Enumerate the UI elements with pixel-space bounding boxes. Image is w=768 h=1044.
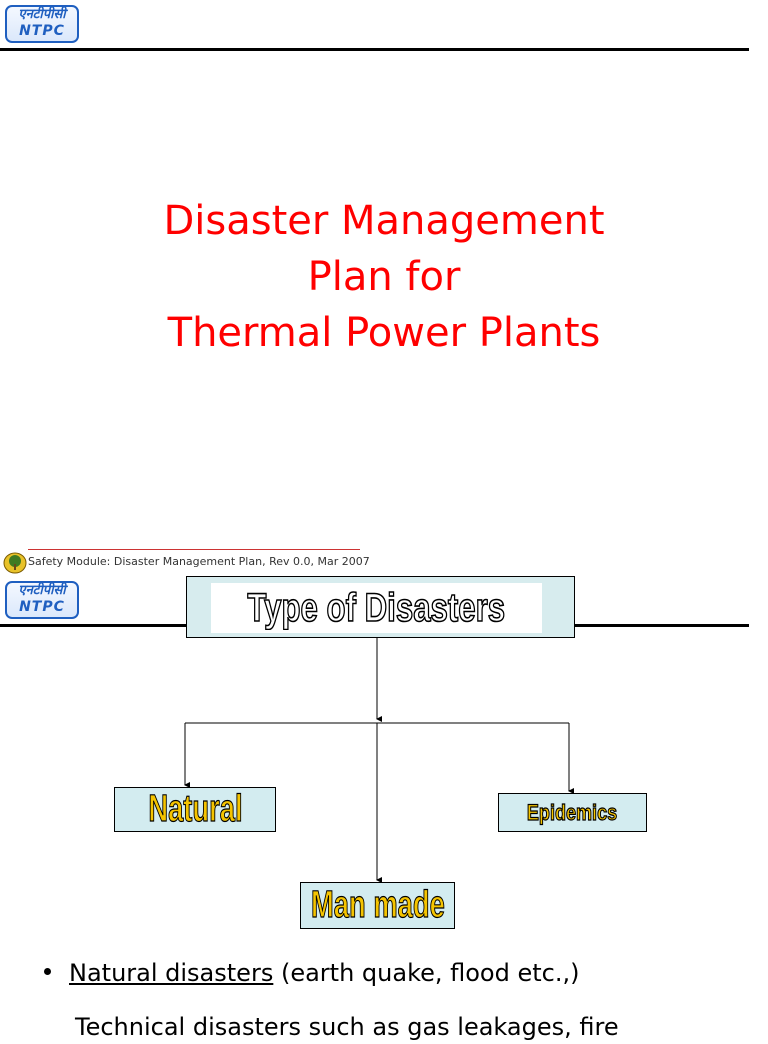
logo-brand-text: NTPC bbox=[19, 23, 65, 39]
title-line-2: Plan for bbox=[307, 254, 461, 300]
title-line-3: Thermal Power Plants bbox=[167, 310, 601, 356]
logo-brand-text: NTPC bbox=[19, 599, 65, 615]
diagram-root-label: Type of Disasters bbox=[247, 585, 506, 631]
node-natural-label: Natural bbox=[147, 787, 243, 830]
ntpc-logo: एनटीपीसी NTPC bbox=[5, 581, 79, 619]
logo-hindi-text: एनटीपीसी bbox=[18, 7, 66, 22]
slide-title: Disaster Management Plan for Thermal Pow… bbox=[0, 193, 768, 361]
bullet-item: Natural disasters (earth quake, flood et… bbox=[44, 956, 579, 990]
diagram-root-label-box: Type of Disasters bbox=[211, 583, 542, 633]
footer-rule bbox=[28, 549, 360, 550]
bullet-partial-line: Technical disasters such as gas leakages… bbox=[75, 1013, 619, 1041]
tree-emblem-icon bbox=[3, 552, 27, 574]
node-natural: Natural bbox=[114, 787, 276, 832]
node-man-made-label: Man made bbox=[310, 883, 445, 926]
node-epidemics-label: Epidemics bbox=[527, 799, 618, 825]
diagram-root-box: Type of Disasters bbox=[186, 576, 575, 638]
node-epidemics: Epidemics bbox=[498, 793, 647, 832]
node-man-made: Man made bbox=[300, 882, 455, 929]
bullet-dot bbox=[44, 967, 51, 975]
ntpc-logo: एनटीपीसी NTPC bbox=[5, 5, 79, 43]
bullet-text: (earth quake, flood etc.,) bbox=[273, 959, 580, 987]
header-rule bbox=[0, 48, 749, 51]
bullet-underlined-term: Natural disasters bbox=[69, 959, 274, 987]
footer-text: Safety Module: Disaster Management Plan,… bbox=[28, 555, 370, 568]
title-line-1: Disaster Management bbox=[163, 198, 605, 244]
logo-hindi-text: एनटीपीसी bbox=[18, 583, 66, 598]
